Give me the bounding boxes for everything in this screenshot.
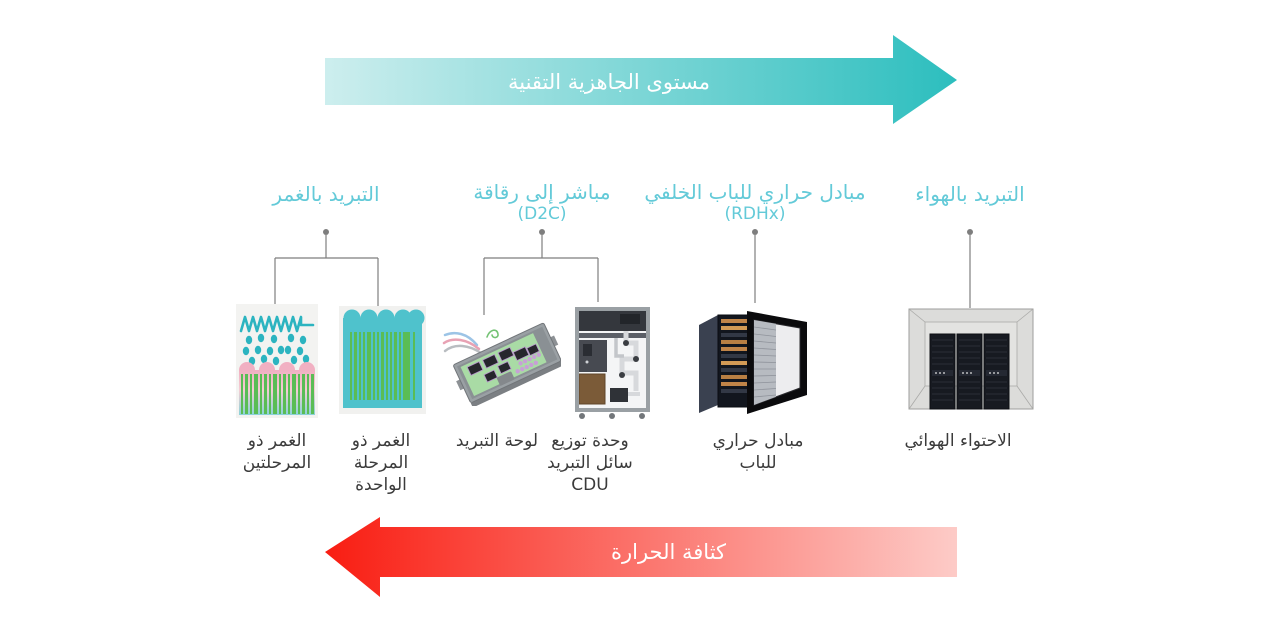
item-label-line: الغمر ذو <box>351 431 411 451</box>
single-phase-immersion-tank-icon <box>339 306 426 414</box>
two-phase-immersion-tank-icon <box>236 304 318 418</box>
category-rear-door-heat-exchanger: مبادل حراري للباب الخلفي (RDHx) <box>615 180 895 225</box>
item-label-line: المرحلتين <box>242 453 312 473</box>
item-label-line: الغمر ذو <box>247 431 307 451</box>
rear-door-heat-exchanger-icon <box>699 311 807 414</box>
item-label-line: مبادل حراري <box>712 431 804 451</box>
item-label-line: وحدة توزيع <box>551 431 629 451</box>
category-label: مباشر إلى رقاقة <box>473 180 611 204</box>
heat-density-label: كثافة الحرارة <box>610 540 727 564</box>
item-label-line: الواحدة <box>355 475 407 495</box>
cold-plate-tray-icon <box>442 322 561 406</box>
item-label-single-phase-immersion: الغمر ذو المرحلة الواحدة <box>321 430 441 496</box>
air-containment-icon <box>908 308 1034 410</box>
category-label: التبريد بالغمر <box>272 182 380 206</box>
right-arrow-icon <box>325 35 957 124</box>
category-air-cooling: التبريد بالهواء <box>860 183 1080 206</box>
category-sublabel: (D2C) <box>517 204 567 224</box>
item-label-line: لوحة التبريد <box>455 431 539 451</box>
category-sublabel: (RDHx) <box>724 204 786 224</box>
item-label-air-containment: الاحتواء الهوائي <box>878 430 1038 452</box>
category-direct-to-chip: مباشر إلى رقاقة (D2C) <box>432 180 652 225</box>
technology-readiness-label: مستوى الجاهزية التقنية <box>507 69 711 94</box>
item-label-door-heat-exchanger: مبادل حراري للباب <box>688 430 828 474</box>
connector-lines <box>274 229 973 315</box>
item-label-two-phase-immersion: الغمر ذو المرحلتين <box>217 430 337 474</box>
item-label-cdu: وحدة توزيع سائل التبريد CDU <box>520 430 660 496</box>
item-label-line: سائل التبريد <box>547 453 633 473</box>
technology-readiness-arrow: مستوى الجاهزية التقنية <box>325 35 957 125</box>
category-label: مبادل حراري للباب الخلفي <box>644 180 866 204</box>
item-label-cold-plate: لوحة التبريد <box>427 430 567 452</box>
category-label: التبريد بالهواء <box>915 182 1025 206</box>
category-immersion-cooling: التبريد بالغمر <box>216 183 436 206</box>
item-label-line: للباب <box>739 453 777 473</box>
heat-density-arrow: كثافة الحرارة <box>325 513 957 599</box>
item-label-line: المرحلة <box>353 453 409 473</box>
item-label-line: الاحتواء الهوائي <box>904 431 1012 451</box>
left-arrow-icon <box>325 517 957 597</box>
item-label-line: CDU <box>571 475 609 495</box>
coolant-distribution-unit-icon <box>575 307 650 419</box>
